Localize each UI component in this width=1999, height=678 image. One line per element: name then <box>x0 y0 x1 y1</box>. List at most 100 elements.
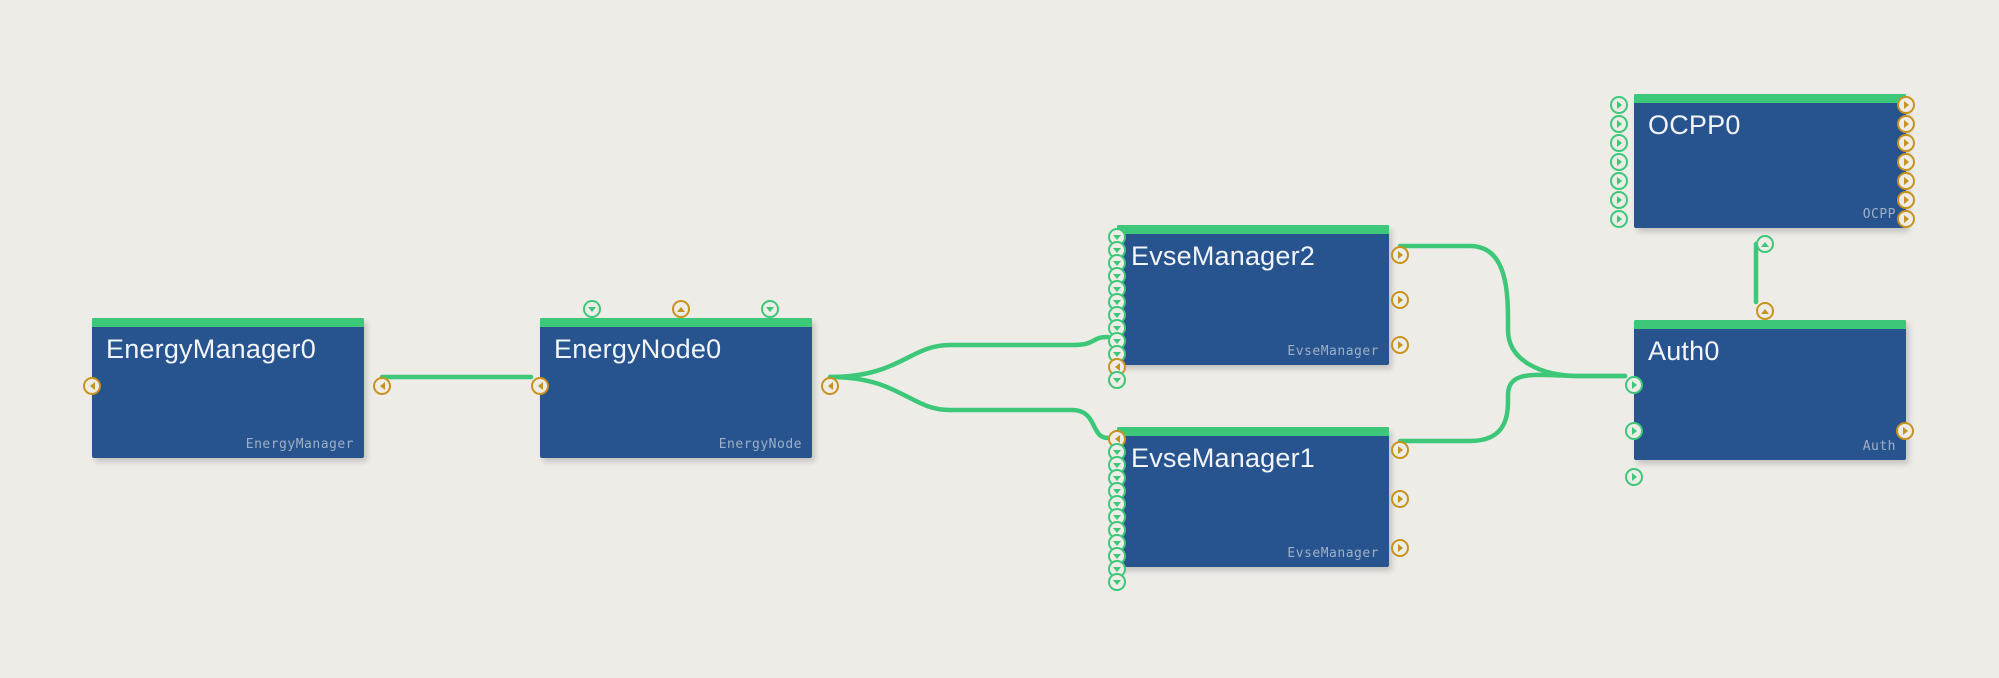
port-glyph-down <box>1113 449 1121 455</box>
port-glyph-right <box>1902 427 1908 435</box>
port-glyph-up <box>1761 241 1769 247</box>
port-glyph-down <box>1113 338 1121 344</box>
port-glyph-right <box>1397 296 1403 304</box>
edge-energynode0-to-evsemanager2[interactable] <box>827 334 1111 380</box>
port-glyph-left <box>379 382 385 390</box>
port-glyph-right <box>1397 341 1403 349</box>
port-auth0-out-right[interactable] <box>1896 422 1914 440</box>
node-header-evsemanager2[interactable] <box>1117 225 1389 234</box>
port-ocpp0-left-column-0[interactable] <box>1610 96 1628 114</box>
port-auth0-top-in[interactable] <box>1756 302 1774 320</box>
port-auth0-in-2[interactable] <box>1625 422 1643 440</box>
port-auth0-in-3[interactable] <box>1625 468 1643 486</box>
port-glyph-down <box>1113 312 1121 318</box>
port-glyph-right <box>1616 158 1622 166</box>
edge-energynode0-to-evsemanager1[interactable] <box>827 374 1111 441</box>
port-evsemanager2-left-column-11[interactable] <box>1108 371 1126 389</box>
node-header-evsemanager1[interactable] <box>1117 427 1389 436</box>
port-ocpp0-right-column-4[interactable] <box>1897 172 1915 190</box>
port-ocpp0-left-column-2[interactable] <box>1610 134 1628 152</box>
port-glyph-right <box>1616 177 1622 185</box>
port-glyph-left <box>827 382 833 390</box>
port-glyph-right <box>1397 446 1403 454</box>
port-glyph-right <box>1631 381 1637 389</box>
port-ocpp0-right-column-6[interactable] <box>1897 210 1915 228</box>
node-header-energynode0[interactable] <box>540 318 812 327</box>
port-glyph-down <box>1113 579 1121 585</box>
port-glyph-right <box>1903 177 1909 185</box>
port-glyph-right <box>1616 139 1622 147</box>
port-energynode0-out-right[interactable] <box>821 377 839 395</box>
port-glyph-down <box>1113 234 1121 240</box>
port-ocpp0-left-column-1[interactable] <box>1610 115 1628 133</box>
port-auth0-in-1[interactable] <box>1625 376 1643 394</box>
port-glyph-down <box>1113 286 1121 292</box>
port-ocpp0-left-column-4[interactable] <box>1610 172 1628 190</box>
port-evsemanager1-out-3[interactable] <box>1391 539 1409 557</box>
node-header-energymanager0[interactable] <box>92 318 364 327</box>
port-ocpp0-right-column-0[interactable] <box>1897 96 1915 114</box>
port-glyph-down <box>1113 566 1121 572</box>
port-evsemanager2-out-2[interactable] <box>1391 291 1409 309</box>
port-ocpp0-left-column-6[interactable] <box>1610 210 1628 228</box>
port-glyph-down <box>1113 247 1121 253</box>
port-glyph-left <box>1114 435 1120 443</box>
port-glyph-right <box>1903 101 1909 109</box>
port-evsemanager1-out-1[interactable] <box>1391 441 1409 459</box>
port-ocpp0-right-column-2[interactable] <box>1897 134 1915 152</box>
port-energynode0-top-2[interactable] <box>672 300 690 318</box>
port-ocpp0-right-column-5[interactable] <box>1897 191 1915 209</box>
port-glyph-down <box>1113 553 1121 559</box>
node-subtitle-evsemanager1: EvseManager <box>1287 546 1379 561</box>
port-energynode0-in-left[interactable] <box>531 377 549 395</box>
port-glyph-down <box>1113 377 1121 383</box>
port-energynode0-top-1[interactable] <box>583 300 601 318</box>
port-evsemanager2-out-3[interactable] <box>1391 336 1409 354</box>
port-energymanager0-out-right[interactable] <box>373 377 391 395</box>
node-header-ocpp0[interactable] <box>1634 94 1906 103</box>
node-header-auth0[interactable] <box>1634 320 1906 329</box>
port-glyph-up <box>677 306 685 312</box>
port-ocpp0-right-column-3[interactable] <box>1897 153 1915 171</box>
node-title-evsemanager2: EvseManager2 <box>1131 241 1316 271</box>
port-glyph-right <box>1616 196 1622 204</box>
edge-evsemanager1-to-auth0[interactable] <box>1397 372 1628 444</box>
port-glyph-down <box>1113 260 1121 266</box>
port-glyph-right <box>1903 158 1909 166</box>
port-ocpp0-left-column-3[interactable] <box>1610 153 1628 171</box>
port-glyph-right <box>1616 120 1622 128</box>
port-glyph-right <box>1903 196 1909 204</box>
port-glyph-down <box>588 306 596 312</box>
node-title-auth0: Auth0 <box>1648 336 1720 366</box>
port-glyph-right <box>1397 251 1403 259</box>
port-glyph-right <box>1903 139 1909 147</box>
port-evsemanager1-out-2[interactable] <box>1391 490 1409 508</box>
port-glyph-right <box>1631 473 1637 481</box>
node-subtitle-auth0: Auth <box>1862 439 1896 454</box>
edge-evsemanager2-to-auth0[interactable] <box>1397 243 1628 379</box>
port-ocpp0-left-column-5[interactable] <box>1610 191 1628 209</box>
port-glyph-left <box>89 382 95 390</box>
node-subtitle-energymanager0: EnergyManager <box>245 437 354 452</box>
port-energymanager0-in-left[interactable] <box>83 377 101 395</box>
port-energynode0-top-3[interactable] <box>761 300 779 318</box>
port-glyph-right <box>1616 215 1622 223</box>
node-title-energymanager0: EnergyManager0 <box>106 334 316 364</box>
port-glyph-right <box>1903 215 1909 223</box>
port-evsemanager1-left-column-11[interactable] <box>1108 573 1126 591</box>
port-ocpp0-right-column-1[interactable] <box>1897 115 1915 133</box>
node-subtitle-energynode0: EnergyNode <box>718 437 802 452</box>
port-glyph-right <box>1397 495 1403 503</box>
port-glyph-up <box>1761 308 1769 314</box>
port-glyph-down <box>1113 488 1121 494</box>
port-ocpp0-bottom-out[interactable] <box>1756 235 1774 253</box>
node-subtitle-ocpp0: OCPP <box>1862 207 1896 222</box>
port-evsemanager2-out-1[interactable] <box>1391 246 1409 264</box>
